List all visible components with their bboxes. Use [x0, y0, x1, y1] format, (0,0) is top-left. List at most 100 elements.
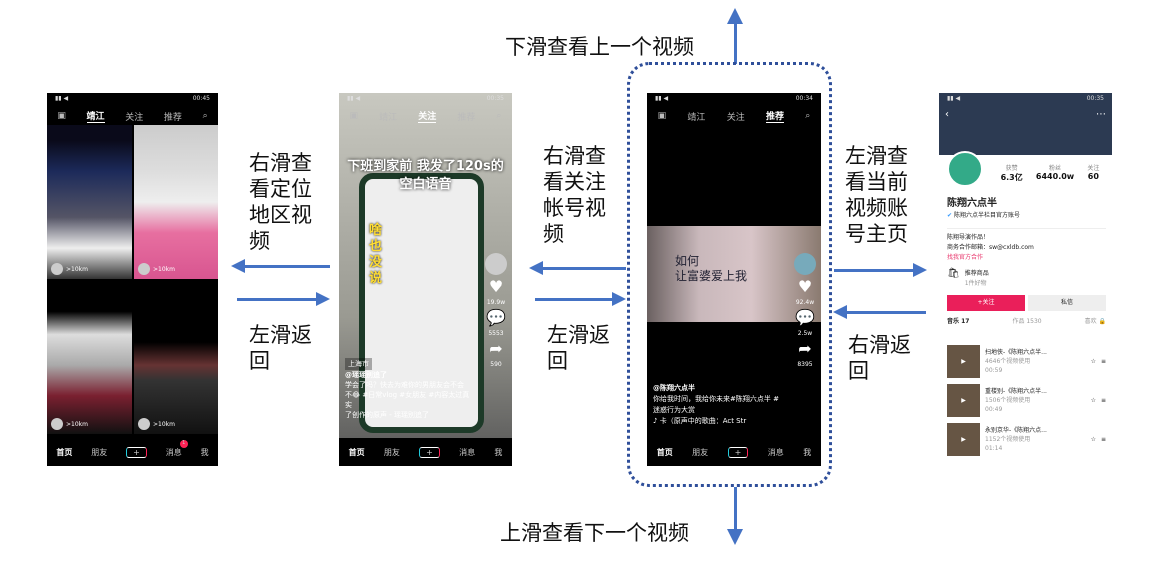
video-description: 学会了吗？快去为难你的男朋友会不会不😂 #日常vlog #女朋友 #内容太过真实: [345, 381, 470, 409]
comment-icon[interactable]: 💬: [795, 308, 815, 327]
video-tile[interactable]: >10km: [47, 125, 132, 279]
more-icon[interactable]: ⋯: [1096, 109, 1106, 120]
profile-avatar: [947, 151, 983, 187]
music-info[interactable]: 了创作的原声 - 瑶瑶别追了: [345, 411, 429, 419]
star-icon[interactable]: ☆: [1090, 397, 1096, 404]
playlist-icon[interactable]: ≡: [1100, 436, 1106, 443]
unread-badge: 1: [179, 439, 188, 448]
playlist-icon[interactable]: ≡: [1100, 397, 1106, 404]
song-duration: 00:49: [985, 406, 1003, 413]
follow-button[interactable]: +关注: [947, 295, 1025, 311]
tab-recommend[interactable]: 推荐: [457, 112, 476, 123]
tab-following[interactable]: 关注: [726, 112, 745, 123]
verified-label: ✔ 陈翔六点半栏目官方账号: [947, 212, 1020, 219]
music-info[interactable]: ♪ 卡（原声中的歌曲：Act Str: [653, 417, 747, 425]
nav-me[interactable]: 我: [494, 447, 503, 457]
nav-home[interactable]: 首页: [348, 447, 365, 457]
tab-following[interactable]: 关注: [125, 112, 144, 123]
video-caption-2: 空白语音: [399, 177, 452, 192]
playlist-icon[interactable]: ≡: [1100, 358, 1106, 365]
current-video-frame: [627, 62, 832, 487]
nav-me[interactable]: 我: [803, 447, 812, 457]
star-icon[interactable]: ☆: [1090, 436, 1096, 443]
back-icon[interactable]: ‹: [945, 109, 949, 120]
search-icon[interactable]: ⌕: [202, 111, 208, 121]
phone-in-video: [359, 173, 484, 433]
song-cover[interactable]: ▶: [947, 423, 980, 456]
bio-email: 商务合作邮箱：sw@cxldb.com: [947, 244, 1034, 251]
video-caption: 下班到家前 我发了120s的: [347, 159, 504, 174]
video-tile[interactable]: >10km: [47, 281, 132, 434]
nav-create[interactable]: +: [419, 446, 440, 458]
tab-recommend[interactable]: 推荐: [765, 109, 784, 123]
left-swipe-profile-label: 左滑查 看当前 视频账 号主页: [845, 144, 908, 246]
nav-messages[interactable]: 消息: [767, 447, 784, 457]
tab-recommend[interactable]: 推荐: [163, 112, 182, 123]
status-time: 00:45: [192, 95, 210, 102]
tab-city[interactable]: 靖江: [86, 109, 105, 123]
song-item[interactable]: ▶ 扫地侠-《陈翔六点半... 4646个视频使用 00:59 ☆ ≡: [947, 345, 1106, 378]
video-description: 你给我时间，我给你未来#陈翔六点半 #迷惑行为大赏: [653, 395, 779, 414]
share-icon[interactable]: ➦: [489, 339, 503, 358]
nav-create[interactable]: +: [126, 446, 147, 458]
author-name[interactable]: @瑶瑶别追了: [345, 371, 387, 379]
nav-friends[interactable]: 朋友: [91, 447, 108, 457]
business-link[interactable]: 找我官方合作: [947, 254, 984, 261]
profile-name: 陈翔六点半: [947, 198, 997, 209]
author-name[interactable]: @陈翔六点半: [653, 384, 695, 392]
song-title: 重楼别-《陈翔六点半...: [985, 388, 1047, 395]
video-tile[interactable]: >10km: [134, 281, 218, 434]
phone-local-feed: ▮▮ ◀00:45 ▣靖江关注推荐⌕ >10km >10km >10km >10…: [47, 93, 218, 466]
search-icon[interactable]: ⌕: [496, 111, 502, 121]
tab-music[interactable]: 音乐 17: [947, 318, 970, 325]
nav-friends[interactable]: 朋友: [692, 447, 709, 457]
song-uses: 1152个视频使用: [985, 436, 1031, 443]
comment-icon[interactable]: 💬: [486, 308, 506, 327]
tab-city[interactable]: 靖江: [687, 112, 706, 123]
nav-friends[interactable]: 朋友: [383, 447, 400, 457]
swipe-down-label: 下滑查看上一个视频: [505, 35, 694, 59]
live-icon[interactable]: ▣: [57, 111, 66, 121]
message-button[interactable]: 私信: [1028, 295, 1106, 311]
phone-recommend-feed: ▮▮ ◀00:34 ▣靖江关注推荐⌕ 如何让富婆爱上我 ♥92.4w💬2.5w➦…: [647, 93, 821, 466]
nav-home[interactable]: 首页: [56, 447, 73, 457]
song-cover[interactable]: ▶: [947, 345, 980, 378]
star-icon[interactable]: ☆: [1090, 358, 1096, 365]
nav-me[interactable]: 我: [200, 447, 209, 457]
nav-create[interactable]: +: [727, 446, 749, 458]
share-icon[interactable]: ➦: [798, 339, 812, 358]
song-duration: 00:59: [985, 367, 1003, 374]
nav-messages[interactable]: 消息: [459, 447, 476, 457]
shopping-bag-icon: 🛍: [947, 268, 960, 279]
song-title: 扫地侠-《陈翔六点半...: [985, 349, 1047, 356]
search-icon[interactable]: ⌕: [805, 111, 811, 121]
author-avatar[interactable]: [794, 253, 816, 275]
author-avatar[interactable]: [485, 253, 507, 275]
song-uses: 4646个视频使用: [985, 358, 1031, 365]
tab-works[interactable]: 作品 1530: [1012, 318, 1042, 325]
song-cover[interactable]: ▶: [947, 384, 980, 417]
tab-likes[interactable]: 喜欢 🔒: [1084, 318, 1106, 325]
right-swipe-local-label: 右滑查 看定位 地区视 频: [249, 151, 312, 253]
song-title: 永别京华-《陈翔六点...: [985, 427, 1047, 434]
live-icon[interactable]: ▣: [349, 111, 359, 121]
video-tile[interactable]: >10km: [134, 125, 218, 279]
location-tag[interactable]: 上海市: [345, 358, 372, 370]
nav-home[interactable]: 首页: [656, 447, 673, 457]
right-swipe-following-label: 右滑查 看关注 帐号视 频: [543, 144, 606, 246]
heart-icon[interactable]: ♥: [488, 277, 504, 296]
video-frame[interactable]: 如何让富婆爱上我: [647, 226, 821, 322]
left-swipe-back-label-2: 左滑返 回: [547, 323, 610, 373]
live-icon[interactable]: ▣: [657, 111, 667, 121]
tab-city[interactable]: 靖江: [379, 112, 398, 123]
heart-icon[interactable]: ♥: [797, 277, 813, 296]
tab-following[interactable]: 关注: [418, 109, 437, 123]
